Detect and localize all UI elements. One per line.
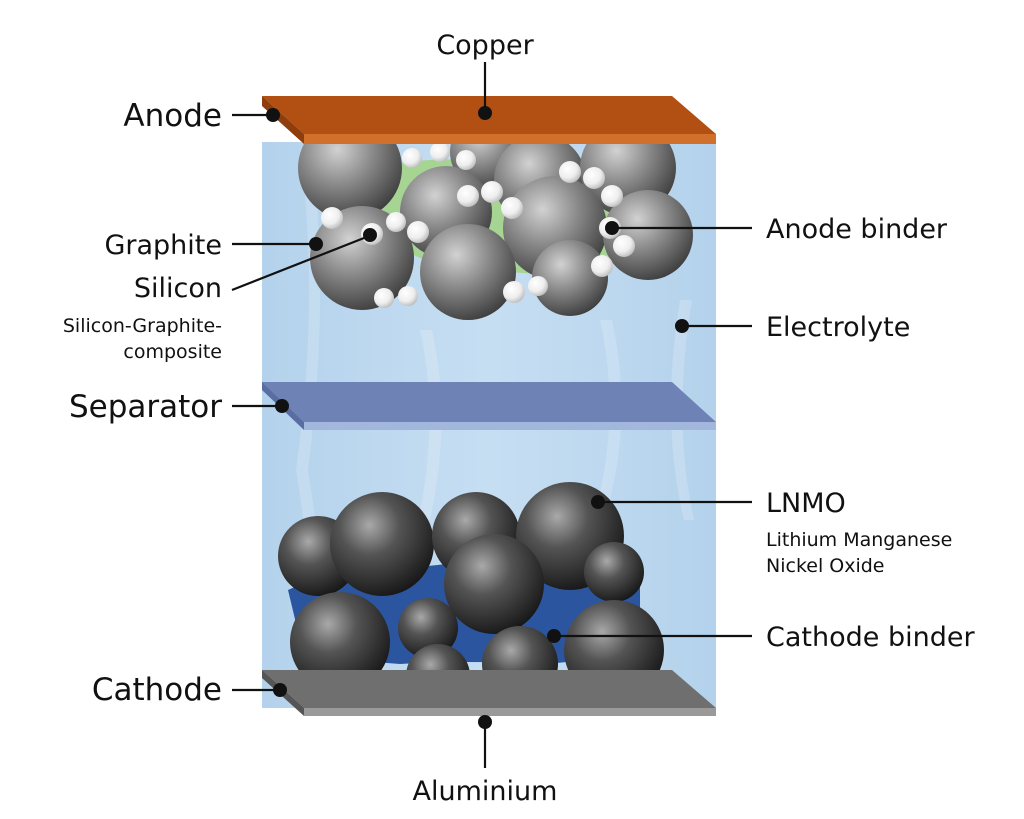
aluminium-current-collector bbox=[262, 670, 716, 716]
silicon-particle bbox=[407, 221, 429, 243]
silicon-particle bbox=[613, 235, 635, 257]
lnmo-particle bbox=[584, 542, 644, 602]
leader-silicon bbox=[231, 236, 365, 292]
label-lnmo: LNMO bbox=[766, 488, 846, 519]
label-separator: Separator bbox=[69, 389, 222, 425]
silicon-particle bbox=[321, 207, 343, 229]
label-lnmo-desc-line2: Nickel Oxide bbox=[766, 555, 885, 577]
dot-graphite bbox=[309, 237, 323, 251]
graphite-particle bbox=[310, 206, 414, 310]
label-cathode: Cathode bbox=[92, 672, 222, 708]
label-cathode-binder: Cathode binder bbox=[766, 622, 975, 653]
silicon-particle bbox=[456, 150, 476, 170]
label-anode: Anode bbox=[123, 98, 222, 134]
graphite-particle bbox=[420, 224, 516, 320]
silicon-particle bbox=[559, 161, 581, 183]
silicon-particle bbox=[601, 185, 623, 207]
label-lnmo-desc-line1: Lithium Manganese bbox=[766, 529, 952, 551]
silicon-particle bbox=[503, 281, 525, 303]
label-anode-binder: Anode binder bbox=[766, 214, 948, 245]
leaders bbox=[231, 62, 752, 768]
silicon-particle bbox=[501, 197, 523, 219]
silicon-particle bbox=[583, 167, 605, 189]
lnmo-particle bbox=[330, 492, 434, 596]
dot-anode bbox=[266, 108, 280, 122]
silicon-particle bbox=[374, 288, 394, 308]
silicon-particle bbox=[481, 181, 503, 203]
label-copper: Copper bbox=[436, 30, 534, 61]
dot-electrolyte bbox=[675, 319, 689, 333]
lnmo-particle bbox=[444, 534, 544, 634]
copper-current-collector bbox=[262, 96, 716, 144]
lnmo-particle bbox=[398, 598, 458, 658]
silicon-particle bbox=[430, 142, 450, 162]
silicon-particle bbox=[398, 286, 418, 306]
dot-cathode bbox=[273, 683, 287, 697]
dot-separator bbox=[275, 399, 289, 413]
labels: Copper Anode Graphite Silicon Silicon-Gr… bbox=[63, 30, 976, 807]
dot-aluminium bbox=[478, 715, 492, 729]
label-composite-line1: Silicon-Graphite- bbox=[63, 315, 222, 337]
lnmo-particle bbox=[290, 592, 390, 692]
label-electrolyte: Electrolyte bbox=[766, 312, 910, 343]
label-aluminium: Aluminium bbox=[413, 776, 558, 807]
label-silicon: Silicon bbox=[134, 273, 222, 304]
separator-layer bbox=[262, 382, 716, 430]
silicon-particle bbox=[457, 185, 479, 207]
silicon-particle bbox=[386, 212, 406, 232]
silicon-particle bbox=[528, 276, 548, 296]
label-graphite: Graphite bbox=[104, 230, 222, 261]
dot-anode-binder bbox=[605, 221, 619, 235]
silicon-particle bbox=[591, 255, 613, 277]
silicon-particle bbox=[402, 148, 422, 168]
label-composite-line2: composite bbox=[123, 341, 222, 363]
dot-lnmo bbox=[591, 495, 605, 509]
graphite-particle bbox=[603, 190, 693, 280]
dot-cathode-binder bbox=[547, 629, 561, 643]
dot-copper bbox=[478, 106, 492, 120]
graphite-particle bbox=[532, 240, 608, 316]
silicon-particles bbox=[321, 142, 635, 308]
dot-silicon bbox=[363, 228, 377, 242]
